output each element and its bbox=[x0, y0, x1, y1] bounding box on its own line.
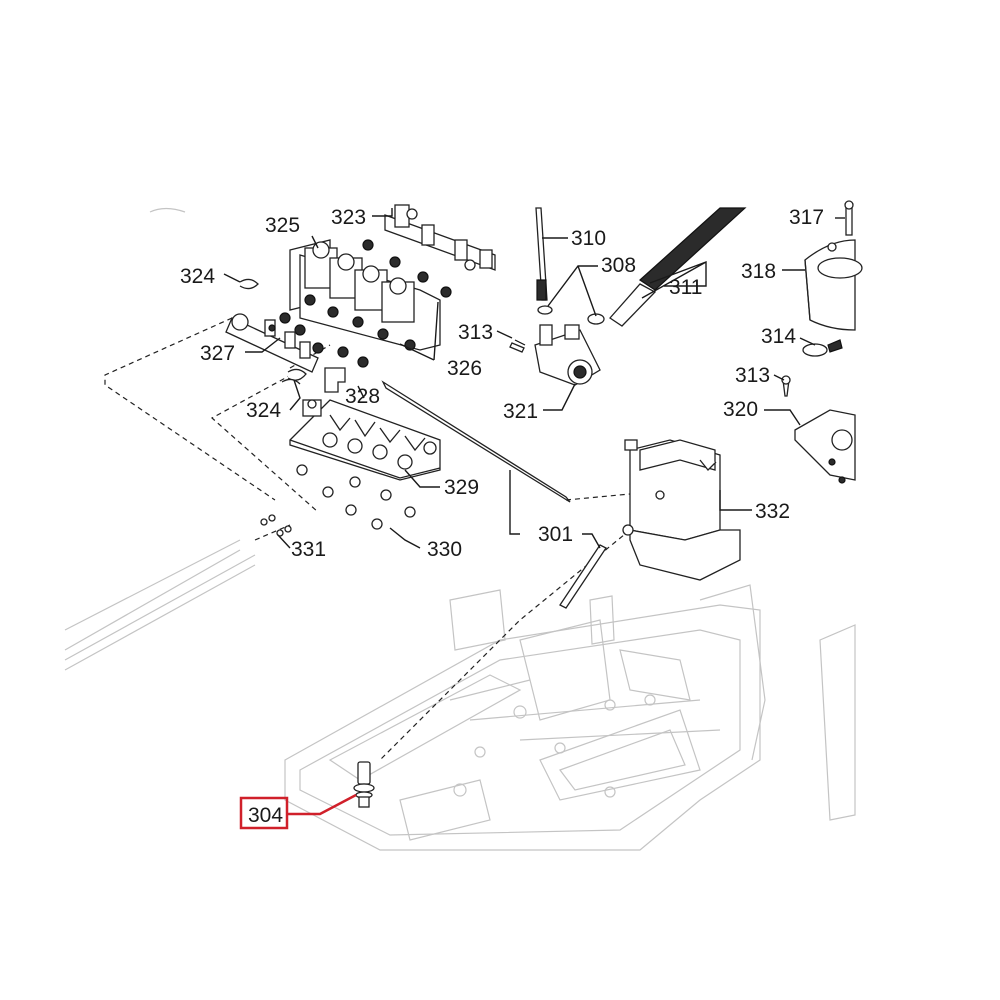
label-323: 323 bbox=[331, 206, 366, 229]
fitting-304 bbox=[353, 761, 375, 808]
highlight-304 bbox=[239, 793, 357, 830]
label-313a: 313 bbox=[458, 321, 493, 344]
label-325: 325 bbox=[265, 214, 300, 237]
label-304: 304 bbox=[248, 804, 283, 827]
label-308: 308 bbox=[601, 254, 636, 277]
screws-313 bbox=[509, 342, 791, 397]
tank-332 bbox=[622, 439, 741, 581]
hose-311 bbox=[609, 207, 747, 327]
callout-labels: 325 323 324 327 324 326 328 329 330 331 … bbox=[180, 206, 824, 827]
label-311: 311 bbox=[669, 276, 702, 299]
manifold-327 bbox=[225, 313, 319, 373]
screw-317 bbox=[844, 200, 854, 236]
label-324b: 324 bbox=[246, 399, 281, 422]
label-330: 330 bbox=[427, 538, 462, 561]
label-326: 326 bbox=[447, 357, 482, 380]
label-327: 327 bbox=[200, 342, 235, 365]
plate-320 bbox=[794, 409, 856, 484]
label-332: 332 bbox=[755, 500, 790, 523]
orings-331 bbox=[260, 514, 292, 537]
base-frame-ghost bbox=[64, 539, 856, 851]
leader-lines bbox=[223, 208, 845, 549]
screws-330 bbox=[296, 464, 416, 530]
valve-bracket-329 bbox=[289, 399, 441, 481]
water-manifold-323 bbox=[149, 204, 496, 271]
label-321: 321 bbox=[503, 400, 538, 423]
label-317: 317 bbox=[789, 206, 824, 229]
label-328: 328 bbox=[345, 385, 380, 408]
label-314: 314 bbox=[761, 325, 796, 348]
boiler-318 bbox=[804, 239, 863, 331]
clips-324 bbox=[239, 278, 307, 385]
label-324a: 324 bbox=[180, 265, 215, 288]
label-301: 301 bbox=[538, 523, 573, 546]
hose-310 bbox=[535, 207, 548, 301]
solenoid-valves-325 bbox=[279, 239, 452, 368]
label-310: 310 bbox=[571, 227, 606, 250]
seal-314 bbox=[802, 339, 843, 357]
label-320: 320 bbox=[723, 398, 758, 421]
clamps-308 bbox=[537, 305, 605, 325]
tube-301 bbox=[381, 380, 607, 609]
label-329: 329 bbox=[444, 476, 479, 499]
outlet-fitting-321 bbox=[514, 324, 601, 386]
label-313b: 313 bbox=[735, 364, 770, 387]
label-318: 318 bbox=[741, 260, 776, 283]
elbow-328 bbox=[324, 367, 346, 393]
label-331: 331 bbox=[291, 538, 326, 561]
